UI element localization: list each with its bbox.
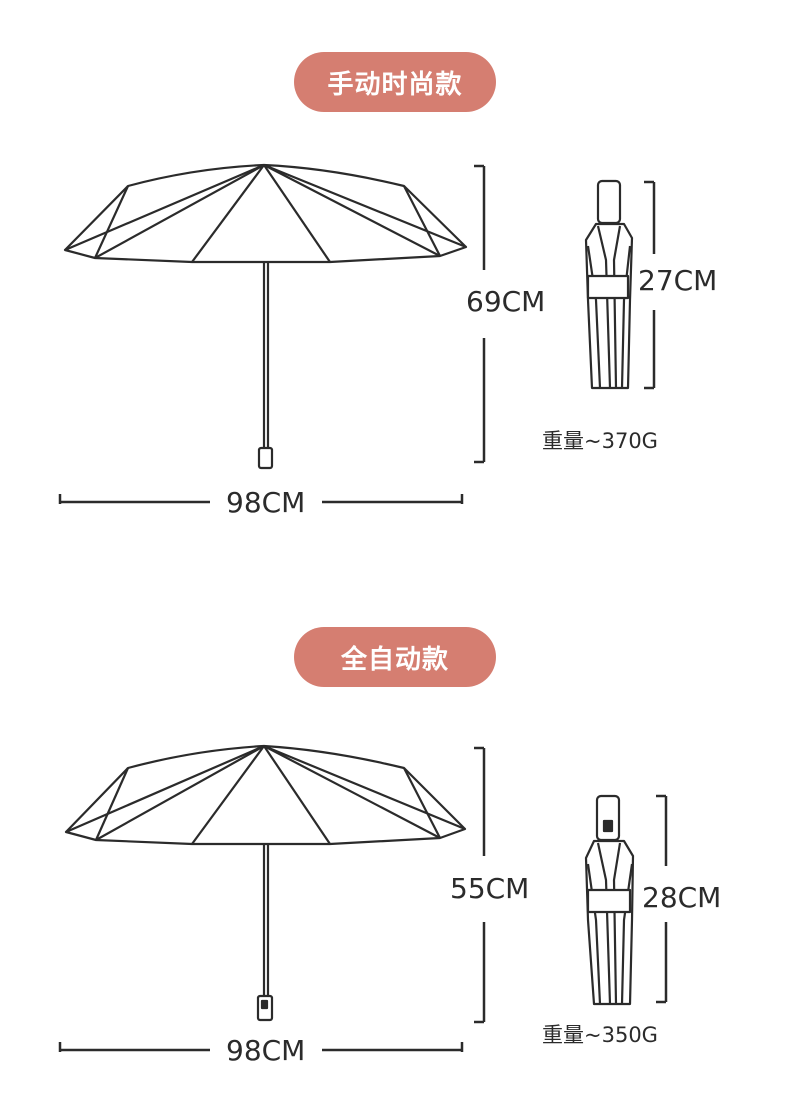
section-automatic-art xyxy=(58,744,668,1052)
folded-umbrella-icon xyxy=(584,179,634,390)
open-height-label: 69CM xyxy=(466,285,546,318)
folded-umbrella-icon xyxy=(584,794,635,1006)
folded-height-dimension xyxy=(656,794,668,1004)
open-width-dimension xyxy=(58,1042,464,1052)
section-manual-art xyxy=(58,163,656,504)
folded-height-label: 28CM xyxy=(642,881,722,914)
section-title-automatic: 全自动款 xyxy=(294,627,496,687)
open-height-dimension xyxy=(474,164,486,464)
folded-height-label: 27CM xyxy=(638,264,718,297)
open-umbrella-icon xyxy=(63,163,468,470)
open-height-dimension xyxy=(474,746,486,1024)
open-width-label: 98CM xyxy=(226,486,306,519)
section-title-manual: 手动时尚款 xyxy=(294,52,496,112)
open-width-dimension xyxy=(58,494,464,504)
weight-label: 重量~350G xyxy=(542,1023,658,1047)
open-umbrella-icon xyxy=(64,744,467,1022)
open-width-label: 98CM xyxy=(226,1034,306,1067)
folded-height-dimension xyxy=(644,180,656,390)
weight-label: 重量~370G xyxy=(542,429,658,453)
open-height-label: 55CM xyxy=(450,872,530,905)
